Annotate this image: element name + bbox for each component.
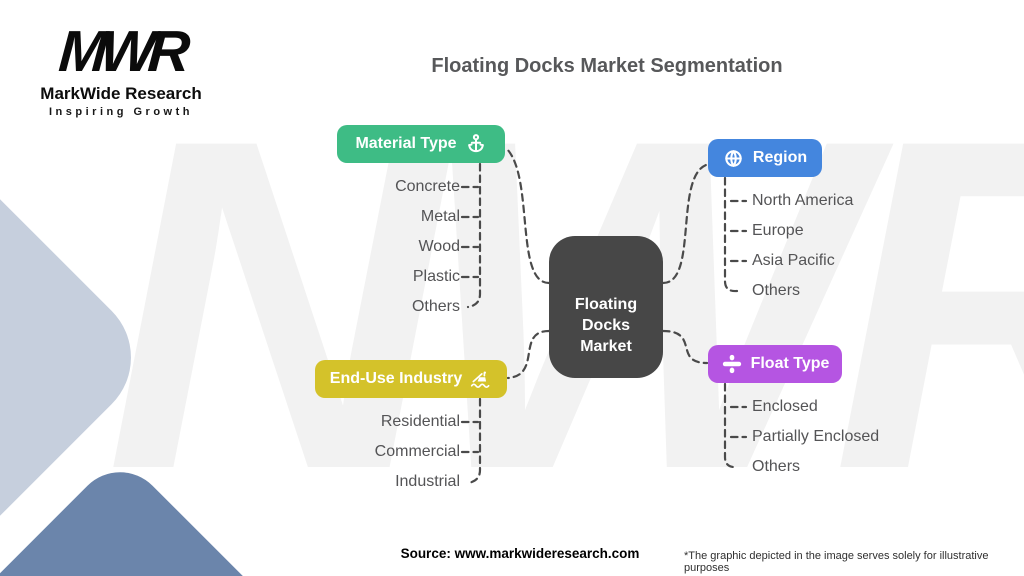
segment-item: Europe	[752, 222, 804, 239]
branch-label: End-Use Industry	[329, 370, 463, 387]
plus-icon	[721, 353, 743, 375]
brand-name: MarkWide Research	[40, 84, 202, 103]
segment-item: Others	[411, 298, 460, 315]
center-node-floating-docks-market: Floating Docks Market	[549, 236, 663, 378]
segment-item: Others	[752, 282, 801, 299]
segment-item: Residential	[380, 413, 460, 430]
disclaimer-text: *The graphic depicted in the image serve…	[684, 550, 989, 574]
center-node-line: Market	[580, 338, 632, 355]
segment-item: Concrete	[395, 178, 460, 195]
segment-item: Others	[752, 458, 801, 475]
dock-crane-icon	[470, 368, 492, 390]
segment-item: Metal	[420, 208, 460, 225]
center-node-line: Floating	[574, 296, 638, 313]
anchor-icon	[465, 133, 487, 155]
segment-item: Industrial	[395, 473, 460, 490]
brand-tagline: Inspiring Growth	[49, 106, 193, 118]
branch-label: Region	[752, 149, 808, 166]
segment-item: Commercial	[374, 443, 460, 460]
source-text: Source: www.markwideresearch.com	[400, 546, 640, 561]
brand-logo: MWR MarkWide Research Inspiring Growth	[36, 19, 206, 118]
logo-mark: MWR	[56, 19, 186, 84]
segment-item: Wood	[418, 238, 460, 255]
segment-item: North America	[752, 192, 854, 209]
branch-node-float-type: Float Type	[708, 345, 842, 383]
branch-node-material-type: Material Type	[337, 125, 505, 163]
segment-item: Enclosed	[752, 398, 818, 415]
center-node-line: Docks	[581, 317, 631, 334]
branch-label: Float Type	[750, 355, 830, 372]
segment-item: Partially Enclosed	[752, 428, 880, 445]
segment-item: Asia Pacific	[752, 252, 835, 269]
branch-label: Material Type	[355, 135, 457, 152]
branch-node-region: Region	[708, 139, 822, 177]
segment-item: Plastic	[412, 268, 460, 285]
branch-node-end-use-industry: End-Use Industry	[315, 360, 507, 398]
globe-icon	[723, 147, 745, 169]
diagram-title: Floating Docks Market Segmentation	[431, 55, 783, 77]
